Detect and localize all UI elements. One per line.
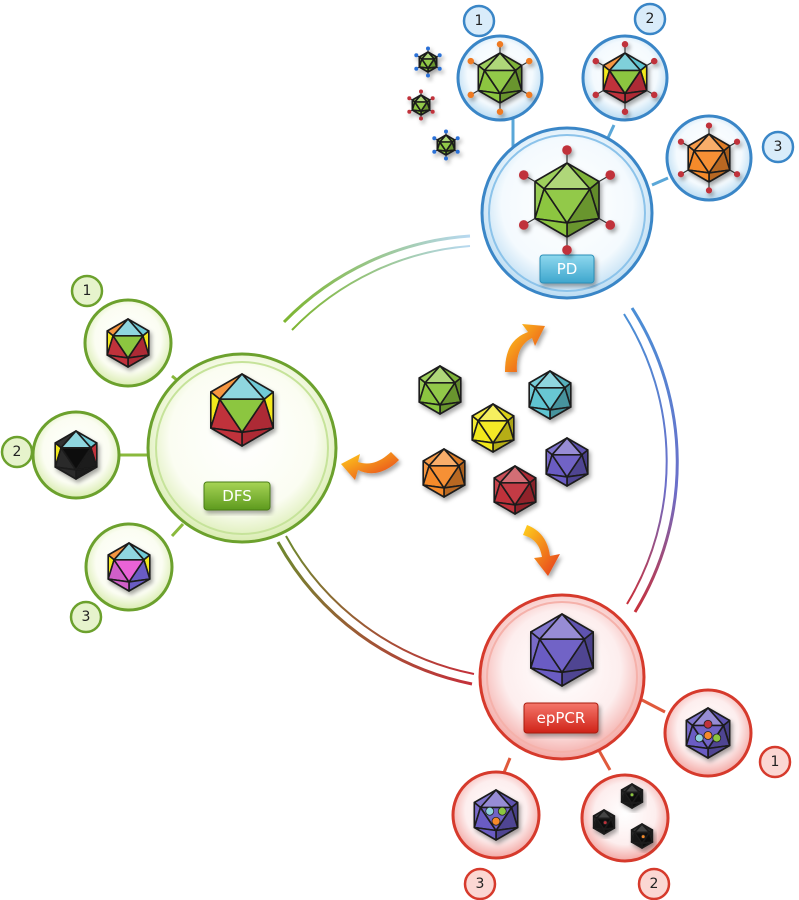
virus-orange-icon xyxy=(422,448,466,498)
eppcr-sub-2-virus-a-icon xyxy=(620,783,644,809)
virus-green-icon xyxy=(418,365,462,415)
pd-number-badge-3: 3 xyxy=(761,130,795,164)
svg-text:3: 3 xyxy=(82,609,91,625)
arrow-to-eppcr xyxy=(523,525,560,576)
arrow-to-dfs xyxy=(341,452,399,480)
dfs-number-badge-1: 1 xyxy=(70,274,104,308)
eppcr-label-button: epPCR xyxy=(523,702,599,734)
eppcr-sub-2-virus-c-icon xyxy=(630,823,654,849)
svg-text:2: 2 xyxy=(13,444,22,460)
svg-text:3: 3 xyxy=(774,139,783,155)
dfs-node xyxy=(146,352,338,544)
pd-sub-1-virus-icon xyxy=(467,41,533,115)
svg-text:3: 3 xyxy=(476,876,485,892)
virus-yellow-icon xyxy=(471,403,515,453)
svg-text:epPCR: epPCR xyxy=(537,709,586,727)
dfs-sub-2-virus-icon xyxy=(54,430,98,480)
eppcr-sub-3-virus-icon xyxy=(473,789,519,841)
virus-red-icon xyxy=(493,465,537,515)
cycle-ring xyxy=(276,234,679,686)
pd-label-button: PD xyxy=(539,254,595,284)
arrow-to-pd xyxy=(505,324,545,372)
virus-purple-icon xyxy=(545,437,589,487)
svg-text:1: 1 xyxy=(771,754,780,770)
dfs-sub-1-virus-icon xyxy=(106,318,150,368)
pd-sub-2-virus-icon xyxy=(592,41,658,115)
dfs-label-button: DFS xyxy=(203,481,271,511)
virus-cyan-icon xyxy=(528,370,572,420)
eppcr-main-virus-icon xyxy=(529,613,595,687)
dfs-number-badge-2: 2 xyxy=(0,435,34,469)
pd-sub-3-virus-icon xyxy=(677,122,741,194)
eppcr-sub-2-virus-b-icon xyxy=(592,809,616,835)
free-virus-3-icon xyxy=(432,129,460,161)
dfs-sub-3-virus-icon xyxy=(107,542,151,592)
svg-text:2: 2 xyxy=(646,11,655,27)
pd-number-badge-1: 1 xyxy=(462,4,496,38)
pd-number-badge-2: 2 xyxy=(633,2,667,36)
eppcr-sub-1-virus-icon xyxy=(685,707,731,759)
svg-text:PD: PD xyxy=(557,260,578,278)
dfs-number-badge-3: 3 xyxy=(69,600,103,634)
free-virus-2-icon xyxy=(407,89,435,121)
dfs-main-virus-icon xyxy=(210,373,275,447)
eppcr-number-badge-1: 1 xyxy=(758,745,792,779)
eppcr-number-badge-2: 2 xyxy=(637,867,671,900)
free-virus-1-icon xyxy=(414,46,442,78)
eppcr-number-badge-3: 3 xyxy=(463,867,497,900)
svg-text:1: 1 xyxy=(83,283,92,299)
svg-text:DFS: DFS xyxy=(222,487,251,505)
virus-layer xyxy=(54,41,741,849)
svg-text:1: 1 xyxy=(475,13,484,29)
svg-text:2: 2 xyxy=(650,876,659,892)
pd-main-virus-icon xyxy=(518,145,616,255)
